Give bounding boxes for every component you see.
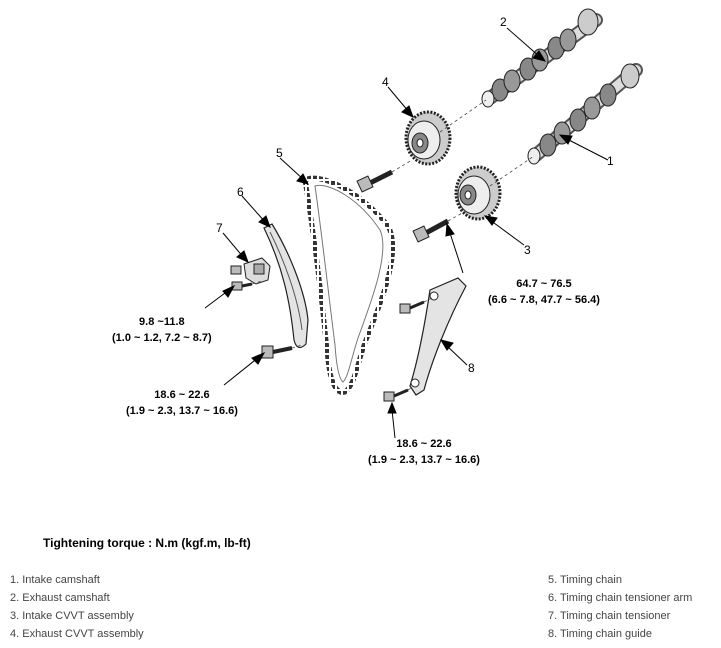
torque-detail: (1.9 ~ 2.3, 13.7 ~ 16.6): [126, 405, 238, 417]
legend-item: 2. Exhaust camshaft: [10, 592, 110, 604]
callout-7: 7: [216, 221, 223, 235]
torque-tensioner-arm-bolt: 18.6 ~ 22.6 (1.9 ~ 2.3, 13.7 ~ 16.6): [126, 387, 238, 419]
leader-lines: [204, 27, 609, 439]
legend-item: 4. Exhaust CVVT assembly: [10, 628, 144, 640]
callout-6: 6: [237, 185, 244, 199]
legend-item: 1. Intake camshaft: [10, 574, 100, 586]
timing-chain-tensioner: [230, 257, 271, 285]
torque-detail: (1.9 ~ 2.3, 13.7 ~ 16.6): [368, 454, 480, 466]
torque-cvvt-bolt: 64.7 ~ 76.5 (6.6 ~ 7.8, 47.7 ~ 56.4): [488, 276, 600, 308]
cvvt-bolt-upper: [356, 169, 394, 193]
legend-item: 5. Timing chain: [548, 574, 622, 586]
legend-item: 7. Timing chain tensioner: [548, 610, 671, 622]
legend-item: 3. Intake CVVT assembly: [10, 610, 134, 622]
intake-cvvt-assembly: [454, 165, 502, 221]
torque-tensioner-bolt: 9.8 ~11.8 (1.0 ~ 1.2, 7.2 ~ 8.7): [112, 314, 212, 346]
torque-detail: (1.0 ~ 1.2, 7.2 ~ 8.7): [112, 332, 212, 344]
tensioner-bolt: [231, 281, 253, 291]
cvvt-bolt-lower: [412, 218, 450, 243]
timing-system-diagram: 1 2 3 4 5 6 7 8: [204, 8, 643, 439]
guide-bolt-upper: [399, 300, 425, 314]
timing-chain-guide: [409, 277, 467, 396]
legend-left: 1. Intake camshaft 2. Exhaust camshaft 3…: [10, 571, 144, 643]
legend-item: 6. Timing chain tensioner arm: [548, 592, 693, 604]
torque-value: 9.8 ~11.8: [139, 316, 185, 328]
alignment-lines: [251, 99, 535, 391]
legend-right: 5. Timing chain 6. Timing chain tensione…: [548, 571, 692, 643]
callout-5: 5: [276, 146, 283, 160]
torque-heading: Tightening torque : N.m (kgf.m, lb-ft): [43, 536, 251, 550]
callout-1: 1: [607, 154, 614, 168]
tensioner-arm-bolt: [261, 345, 293, 359]
timing-chain-tensioner-arm: [263, 223, 309, 349]
guide-bolt-lower: [383, 388, 409, 402]
torque-value: 18.6 ~ 22.6: [396, 438, 452, 450]
callout-8: 8: [468, 361, 475, 375]
timing-chain: [302, 175, 396, 395]
callout-3: 3: [524, 243, 531, 257]
legend-item: 8. Timing chain guide: [548, 628, 652, 640]
torque-value: 18.6 ~ 22.6: [154, 389, 210, 401]
torque-guide-bolt: 18.6 ~ 22.6 (1.9 ~ 2.3, 13.7 ~ 16.6): [368, 436, 480, 468]
exhaust-cvvt-assembly: [404, 110, 452, 166]
intake-camshaft: [527, 63, 643, 165]
torque-detail: (6.6 ~ 7.8, 47.7 ~ 56.4): [488, 294, 600, 306]
callout-2: 2: [500, 15, 507, 29]
callout-4: 4: [382, 75, 389, 89]
torque-value: 64.7 ~ 76.5: [516, 278, 572, 290]
